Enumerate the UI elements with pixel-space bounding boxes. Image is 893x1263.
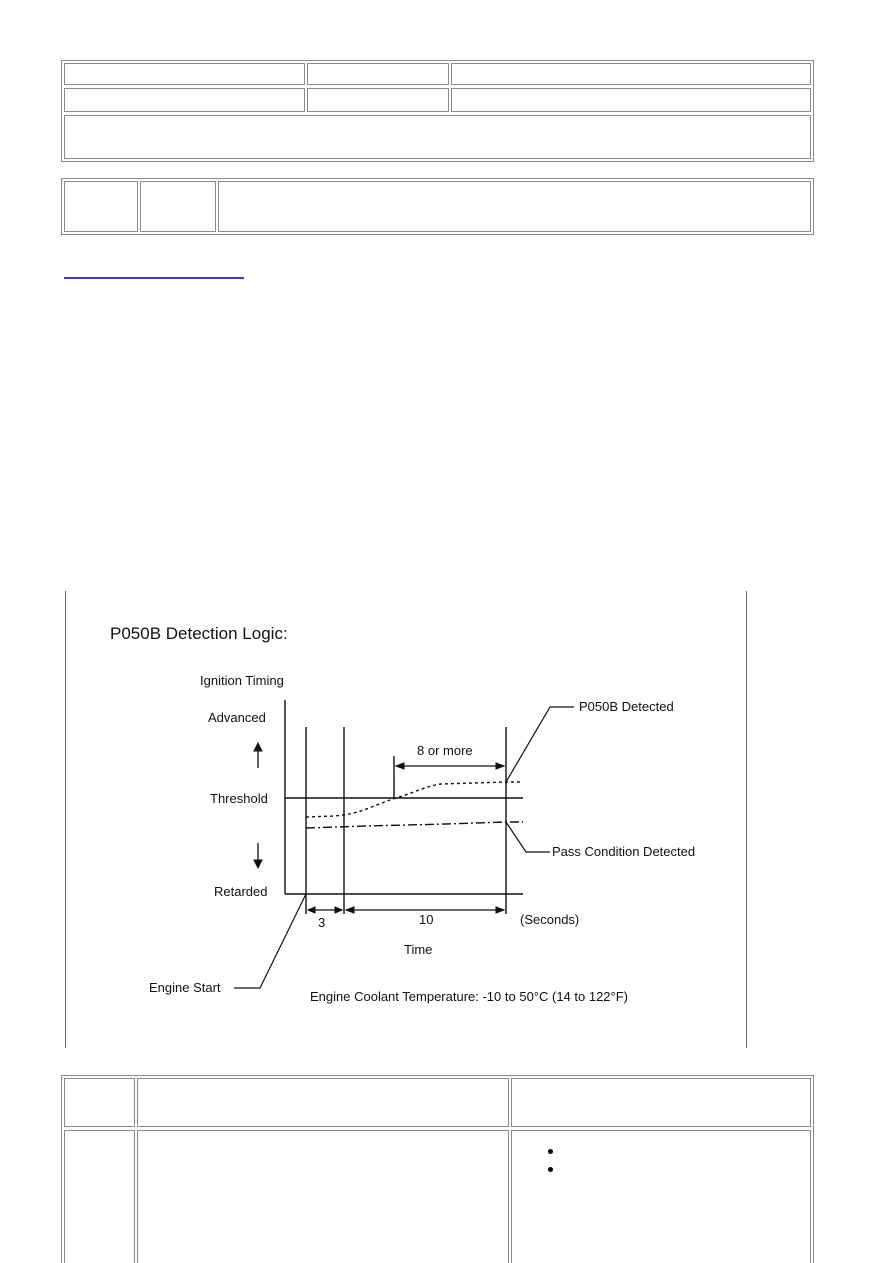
header-table bbox=[61, 60, 814, 162]
level-retarded: Retarded bbox=[214, 884, 267, 899]
level-advanced: Advanced bbox=[208, 710, 266, 725]
bottom-row-cell-3 bbox=[511, 1130, 811, 1263]
header-cell-1-1 bbox=[64, 63, 305, 85]
callout-detected-leader bbox=[505, 706, 574, 783]
bullet-1 bbox=[548, 1149, 553, 1154]
dimension-10 bbox=[344, 906, 506, 914]
interval-8-or-more: 8 or more bbox=[417, 743, 473, 758]
dtc-cell-3 bbox=[218, 181, 811, 232]
bottom-row-cell-2 bbox=[137, 1130, 509, 1263]
header-cell-1-3 bbox=[451, 63, 811, 85]
bottom-row-cell-1 bbox=[64, 1130, 135, 1263]
description-link[interactable] bbox=[64, 277, 244, 279]
diagram-title: P050B Detection Logic: bbox=[110, 624, 288, 643]
callout-start-leader bbox=[234, 893, 307, 989]
figure-frame-right bbox=[746, 591, 747, 1048]
header-cell-2-3 bbox=[451, 88, 811, 112]
bottom-table bbox=[61, 1075, 814, 1263]
time-unit: (Seconds) bbox=[520, 912, 579, 927]
level-threshold: Threshold bbox=[210, 791, 268, 806]
dtc-cell-1 bbox=[64, 181, 138, 232]
bullet-2 bbox=[548, 1167, 553, 1172]
coolant-condition: Engine Coolant Temperature: -10 to 50°C … bbox=[310, 989, 628, 1004]
bottom-header-cell-3 bbox=[511, 1078, 811, 1127]
callout-engine-start: Engine Start bbox=[149, 980, 221, 995]
dimension-8-or-more bbox=[394, 762, 506, 770]
bottom-header-cell-2 bbox=[137, 1078, 509, 1127]
x-axis-label: Time bbox=[404, 942, 432, 957]
callout-pass: Pass Condition Detected bbox=[552, 844, 695, 859]
dtc-table bbox=[61, 178, 814, 235]
dtc-cell-2 bbox=[140, 181, 216, 232]
bottom-header-cell-1 bbox=[64, 1078, 135, 1127]
arrow-up-icon bbox=[253, 741, 263, 768]
detected-curve bbox=[305, 781, 523, 818]
callout-pass-leader bbox=[505, 821, 550, 853]
interval-10: 10 bbox=[419, 912, 433, 927]
callout-detected: P050B Detected bbox=[579, 699, 674, 714]
y-axis-label: Ignition Timing bbox=[200, 673, 284, 688]
header-cell-1-2 bbox=[307, 63, 449, 85]
header-cell-3 bbox=[64, 115, 811, 159]
arrow-down-icon bbox=[253, 843, 263, 870]
header-cell-2-2 bbox=[307, 88, 449, 112]
header-cell-2-1 bbox=[64, 88, 305, 112]
interval-3: 3 bbox=[318, 915, 325, 930]
detection-logic-diagram: P050B Detection Logic: Ignition Timing A… bbox=[110, 624, 695, 1004]
dimension-3 bbox=[306, 906, 344, 914]
pass-curve bbox=[305, 821, 523, 829]
figure-frame-left bbox=[65, 591, 66, 1048]
